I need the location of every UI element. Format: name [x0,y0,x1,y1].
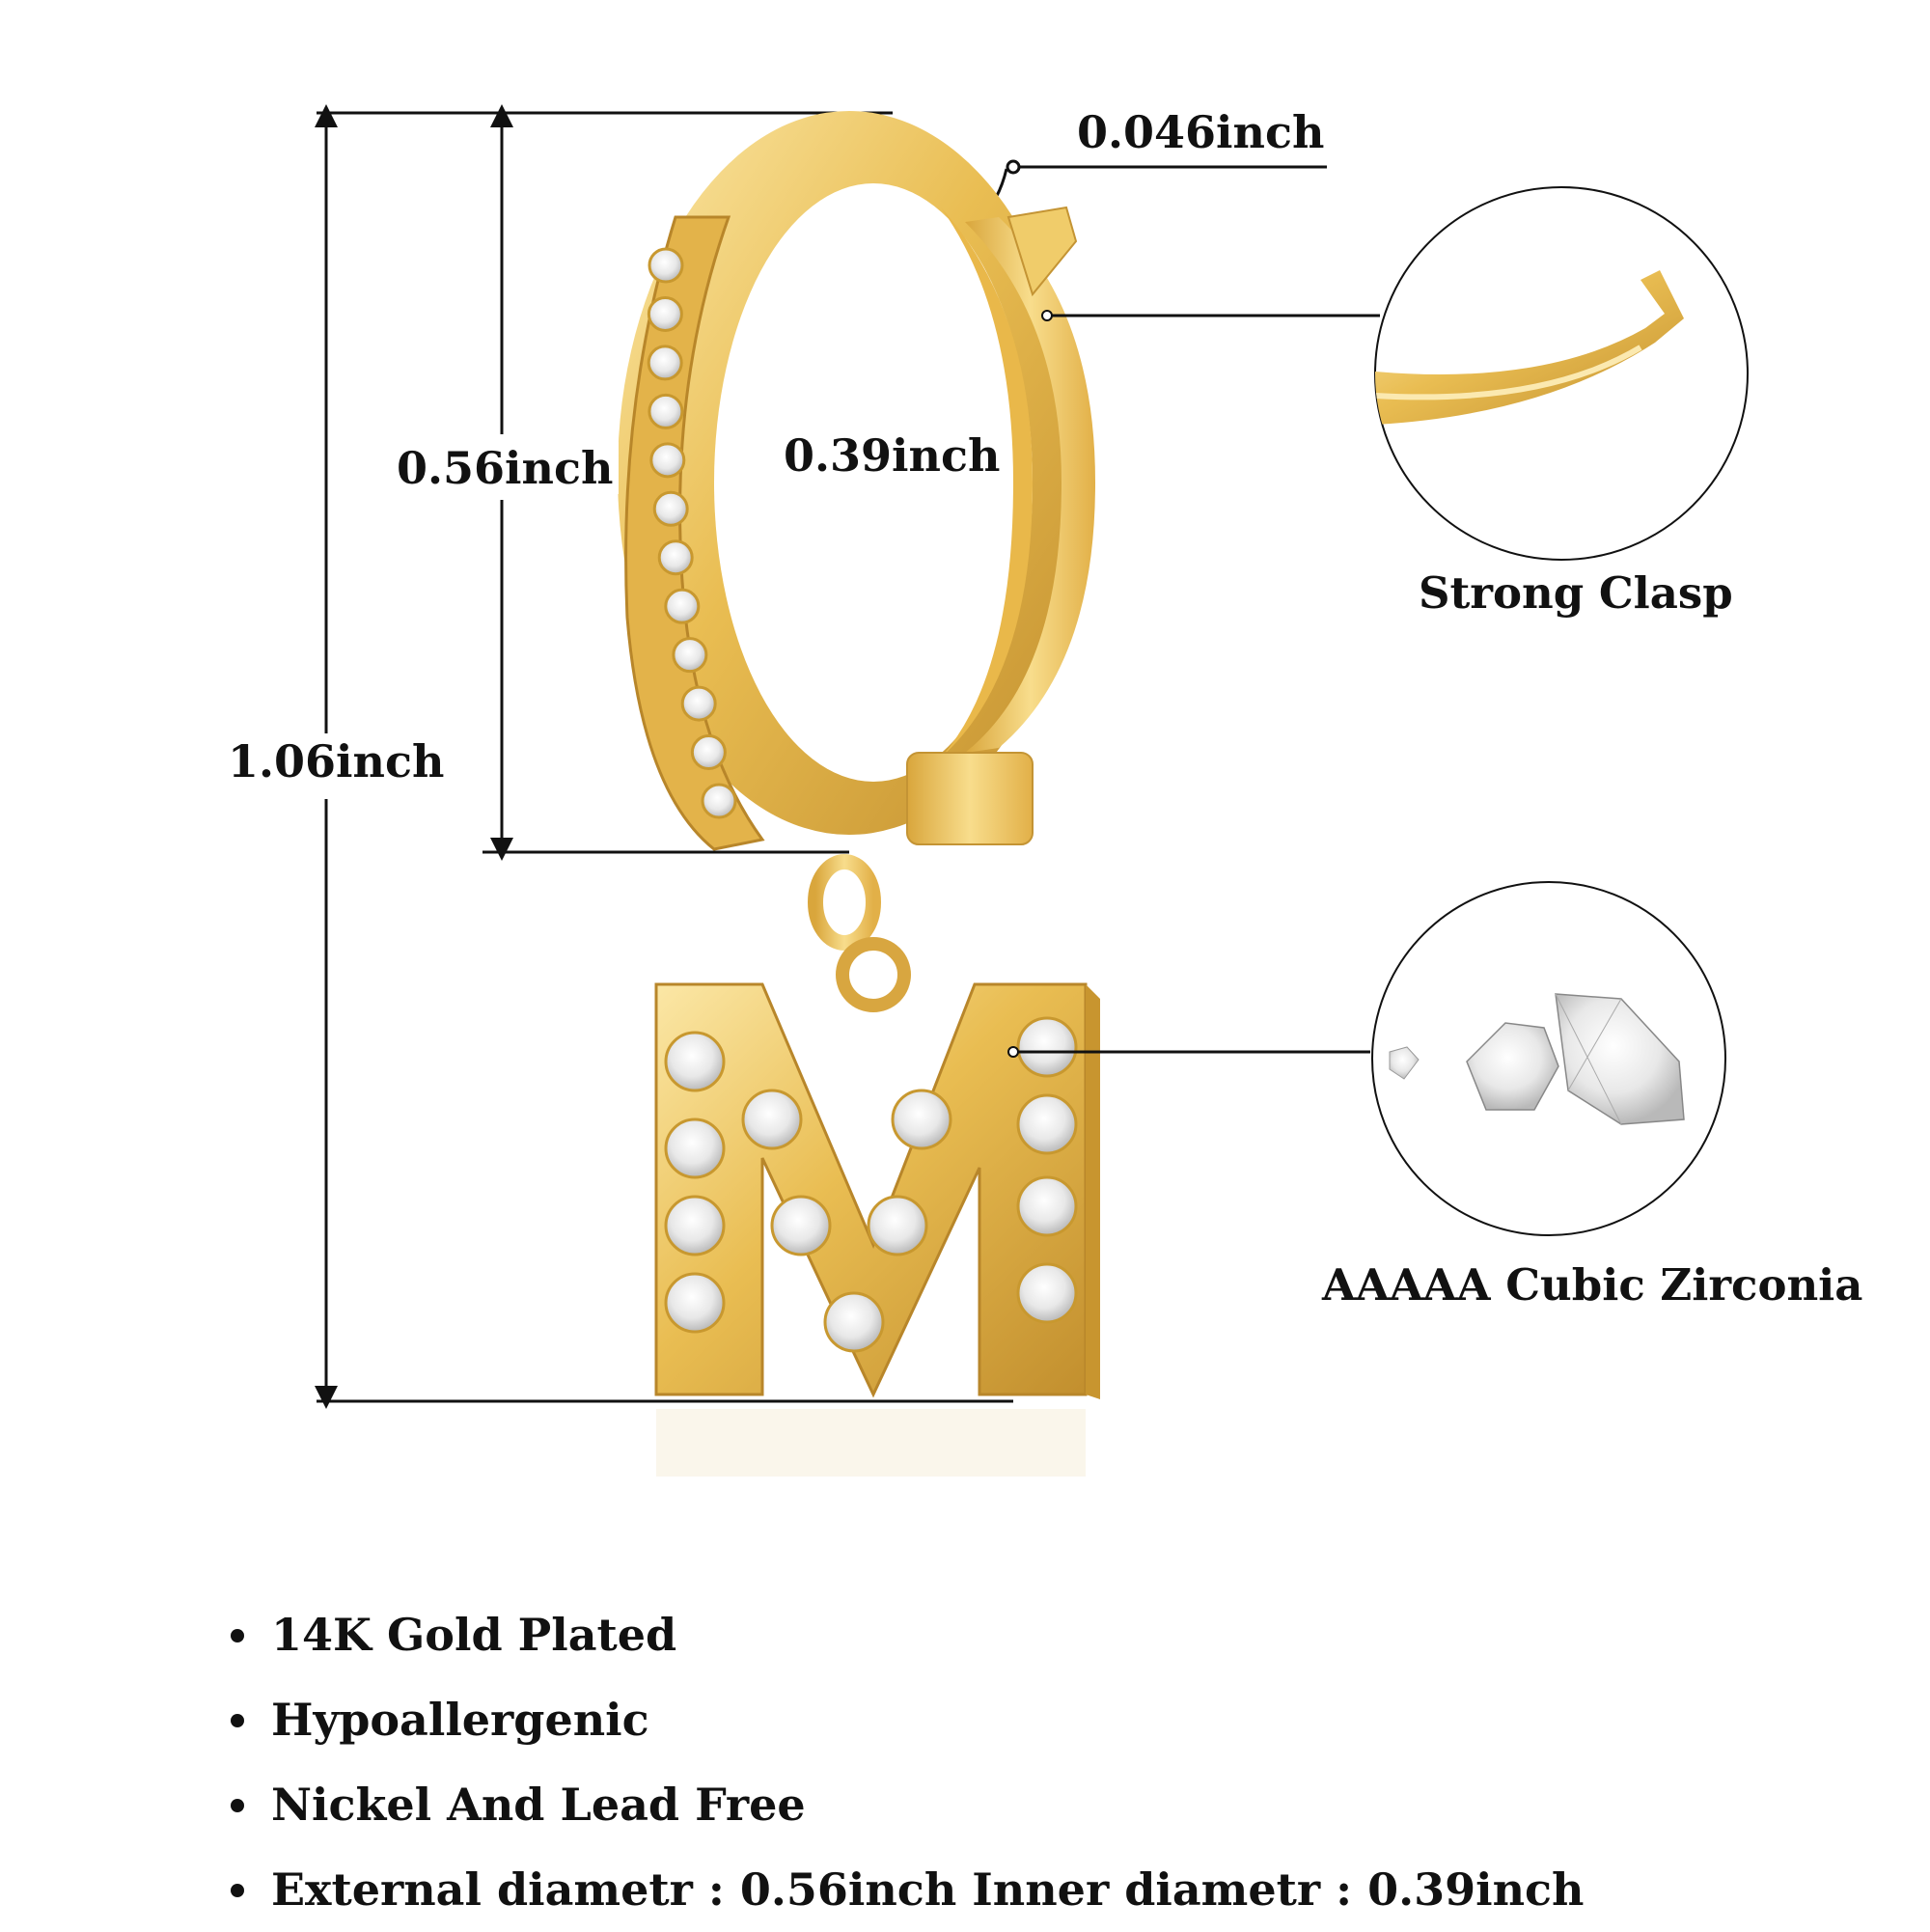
zirconia-stone [664,588,701,624]
stone-caption: AAAAA Cubic Zirconia [1322,1259,1863,1311]
zirconia-stone [891,1089,952,1150]
zirconia-stone [657,539,694,576]
bullet-icon [231,1714,244,1727]
reflection [656,1409,1086,1477]
zirconia-stone [680,685,717,722]
zirconia-stone [690,734,727,771]
inner-diameter-label: 0.39inch [778,429,1006,482]
letter-charm [654,854,1100,1399]
zirconia-stone [648,393,684,429]
zirconia-stone [647,345,683,381]
wire-thickness-label: 0.046inch [1071,106,1331,158]
zirconia-stone [1016,1016,1078,1078]
dimension-lines [315,104,1327,1409]
zirconia-stone [1016,1093,1078,1155]
zirconia-stone [664,1031,726,1092]
feature-list: 14K Gold Plated Hypoallergenic Nickel An… [227,1592,1584,1932]
total-height-label: 1.06inch [222,735,451,787]
feature-item: Nickel And Lead Free [227,1762,1584,1847]
feature-item: External diametr : 0.56inch Inner diamet… [227,1847,1584,1932]
zirconia-stone [741,1089,803,1150]
zirconia-stone [701,783,737,819]
clasp-callout [1041,186,1749,561]
zirconia-stone [664,1195,726,1256]
zirconia-stone [1016,1175,1078,1237]
zirconia-stone [823,1291,885,1353]
zirconia-stone [1016,1262,1078,1324]
stone-callout [1007,881,1726,1236]
zirconia-stone [672,637,708,674]
zirconia-stone [867,1195,928,1256]
feature-item: 14K Gold Plated [227,1592,1584,1677]
zirconia-stone [664,1118,726,1179]
zirconia-stone [652,490,689,527]
zirconia-stone [664,1272,726,1334]
bullet-icon [231,1884,244,1897]
clasp-caption: Strong Clasp [1419,567,1733,619]
hoop-earring [618,111,1095,851]
zirconia-stone [649,442,686,479]
feature-item: Hypoallergenic [227,1677,1584,1762]
zirconia-stone [648,247,684,284]
external-diameter-label: 0.56inch [391,442,620,494]
zirconia-stone [770,1195,832,1256]
bullet-icon [231,1629,244,1642]
letter-stones [664,1016,1078,1353]
bullet-icon [231,1799,244,1812]
zirconia-stone [647,295,683,332]
pave-stones [647,247,737,819]
